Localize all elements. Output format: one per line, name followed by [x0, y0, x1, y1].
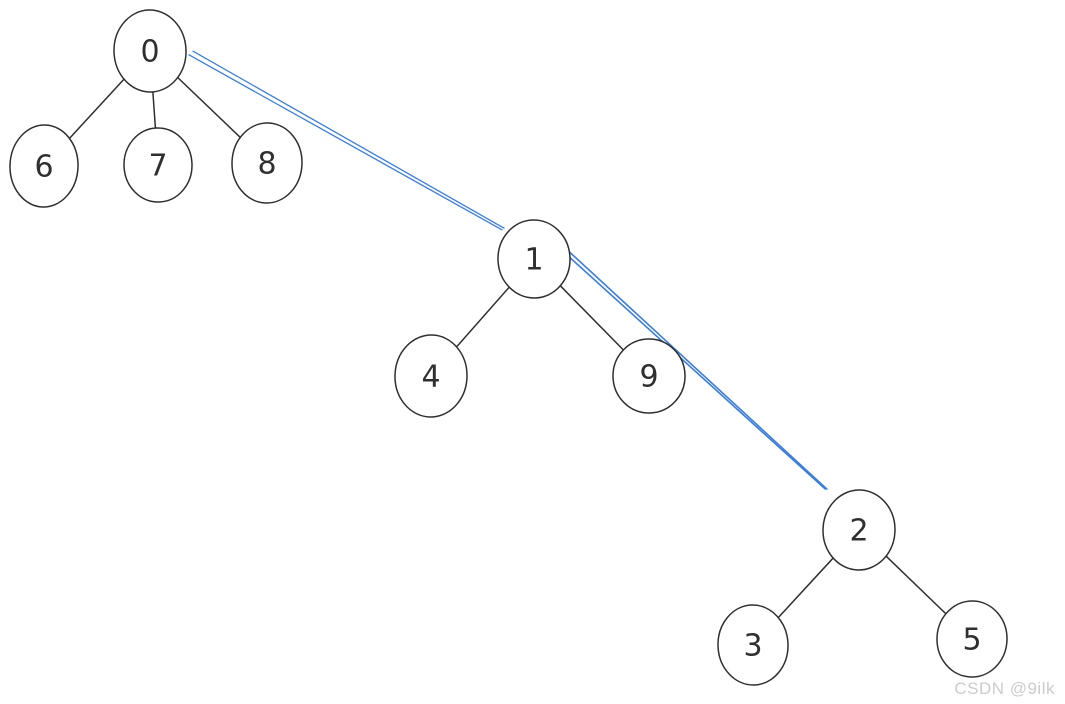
next-pointer-1-2-stroke1 — [556, 245, 826, 490]
next-pointer-0-1-stroke2 — [192, 50, 505, 229]
node-label-0: 0 — [140, 35, 159, 70]
tree-edge-1-9 — [559, 284, 625, 351]
tree-node-2 — [822, 489, 896, 571]
node-label-2: 2 — [849, 514, 868, 549]
tree-node-7 — [123, 127, 193, 203]
tree-edge-0-8 — [176, 76, 241, 139]
tree-edge-1-4 — [455, 286, 510, 348]
tree-node-1 — [497, 219, 571, 299]
tree-edge-0-7 — [152, 91, 157, 129]
tree-node-4 — [394, 334, 468, 418]
tree-node-5 — [936, 600, 1008, 678]
node-label-8: 8 — [257, 147, 276, 182]
tree-edge-0-6 — [68, 78, 125, 140]
node-label-3: 3 — [743, 629, 762, 664]
csdn-watermark: CSDN @9ilk — [954, 679, 1055, 698]
tree-edge-2-5 — [885, 555, 947, 615]
node-label-7: 7 — [148, 149, 167, 184]
node-label-4: 4 — [421, 360, 440, 395]
next-pointer-0-1-stroke1 — [188, 54, 503, 231]
node-label-1: 1 — [524, 243, 543, 278]
node-label-6: 6 — [34, 150, 53, 185]
tree-node-0 — [113, 9, 187, 93]
tree-edge-2-3 — [777, 557, 834, 619]
tree-node-8 — [231, 122, 303, 204]
node-label-9: 9 — [639, 360, 658, 395]
tree-node-9 — [612, 338, 686, 414]
tree-node-3 — [717, 604, 789, 686]
node-label-5: 5 — [962, 623, 981, 658]
next-pointer-1-2-stroke2 — [560, 243, 828, 490]
tree-node-6 — [9, 124, 79, 208]
